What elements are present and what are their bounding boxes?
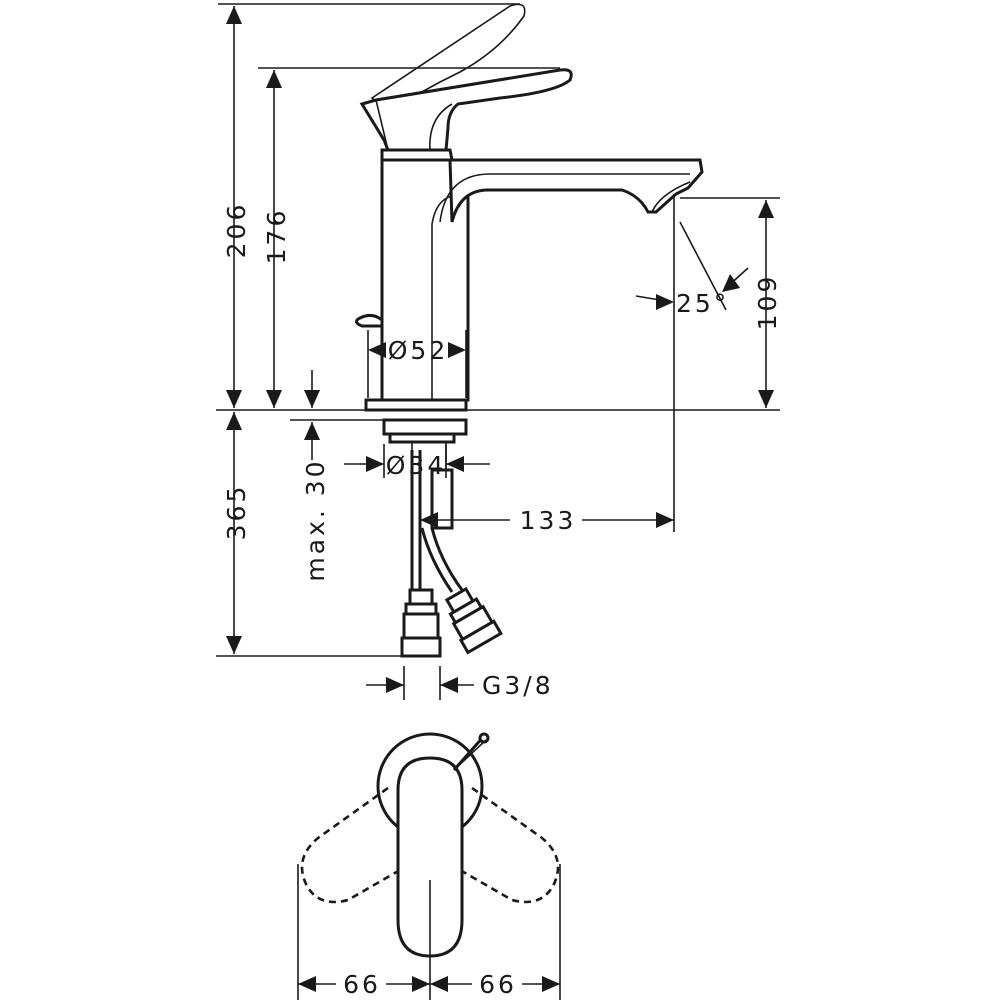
dim-shank-diameter: Ø34 <box>386 451 447 480</box>
popup-rod <box>355 313 383 328</box>
hose-angled <box>420 527 454 593</box>
dim-lever-swing-right: 66 <box>479 970 517 999</box>
faucet-side-view <box>355 3 704 412</box>
lever-swing-right <box>459 786 560 904</box>
dimension-labels: 206 176 365 max. 30 109 Ø52 Ø34 133 G3/8… <box>222 202 782 700</box>
dimension-lines <box>216 3 780 700</box>
dim-spout-reach: 133 <box>520 506 577 535</box>
dim-spout-height: 176 <box>262 208 291 265</box>
dim-below-deck: 365 <box>222 484 251 541</box>
hose-fitting-straight <box>408 588 434 606</box>
dim-connection-thread: G3/8 <box>482 671 554 700</box>
dim-outlet-height: 109 <box>753 274 782 331</box>
dim-total-height: 206 <box>222 202 251 259</box>
dim-max-deck-thickness: max. 30 <box>301 458 330 581</box>
dim-outlet-angle: 25° <box>676 289 729 318</box>
faucet-base <box>364 398 468 412</box>
faucet-spout <box>448 158 704 223</box>
lever-handle <box>359 68 573 152</box>
below-deck-assembly <box>382 418 503 658</box>
dim-lever-swing-left: 66 <box>343 970 381 999</box>
mounting-washer <box>388 432 456 444</box>
dim-base-diameter: Ø52 <box>388 336 449 365</box>
lever-top-view <box>396 756 464 958</box>
lever-swing-left <box>300 786 401 904</box>
faucet-top-view: 66 66 <box>297 732 561 1000</box>
mounting-nut <box>382 418 468 436</box>
